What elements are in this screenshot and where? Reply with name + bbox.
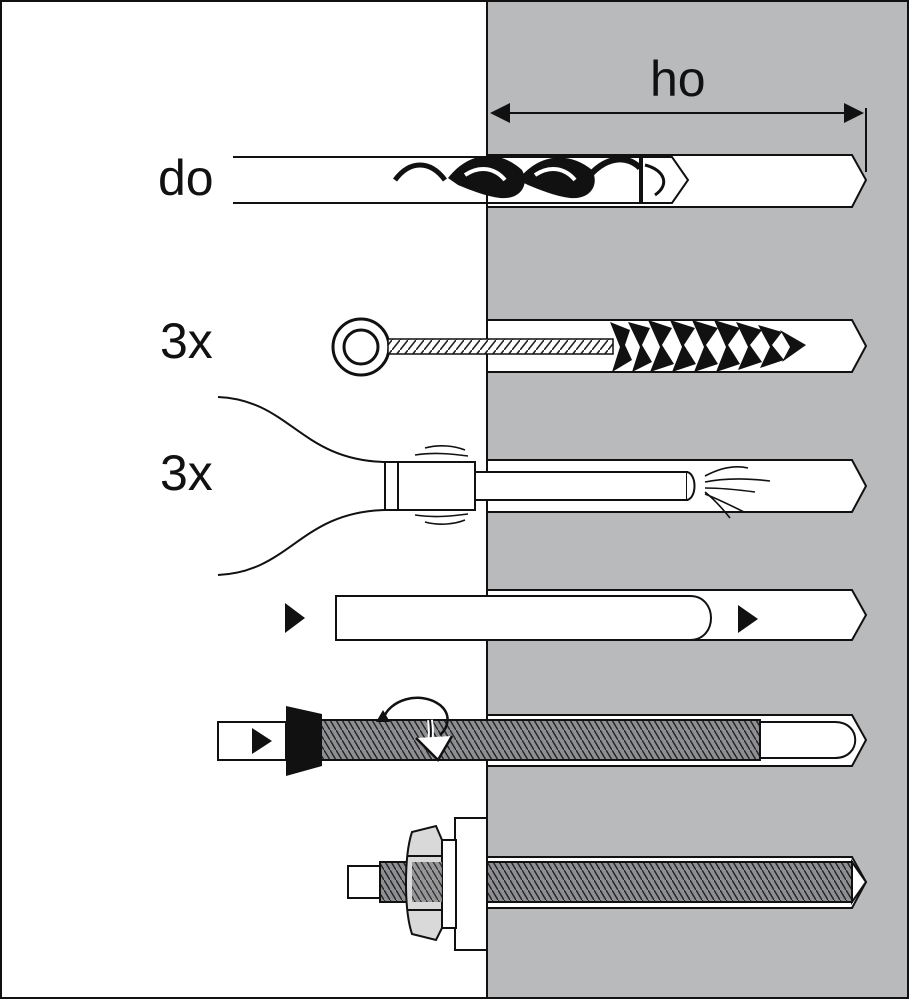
mortar-nozzle-icon (335, 595, 712, 641)
depth-label: ho (650, 51, 706, 107)
play-marker-outside (285, 603, 305, 633)
air-blower-icon (217, 396, 771, 576)
step-brush: 3x (160, 313, 868, 377)
wire-brush-icon (331, 317, 806, 377)
play-marker-inside (738, 605, 758, 633)
step-inject-mortar (285, 589, 868, 641)
drill-bit-icon (233, 155, 690, 204)
threaded-rod-icon (217, 706, 857, 776)
blow-count-label: 3x (160, 445, 213, 501)
rotate-arrow-icon (376, 696, 454, 763)
step-blow-out: 3x (160, 396, 868, 576)
nut-washer-icon (405, 817, 488, 951)
step-insert-rod (217, 696, 868, 776)
step-drill: do (158, 150, 868, 208)
depth-dimension: ho (490, 51, 867, 172)
step-tighten (347, 817, 868, 951)
brush-count-label: 3x (160, 313, 213, 369)
diameter-label: do (158, 150, 214, 206)
